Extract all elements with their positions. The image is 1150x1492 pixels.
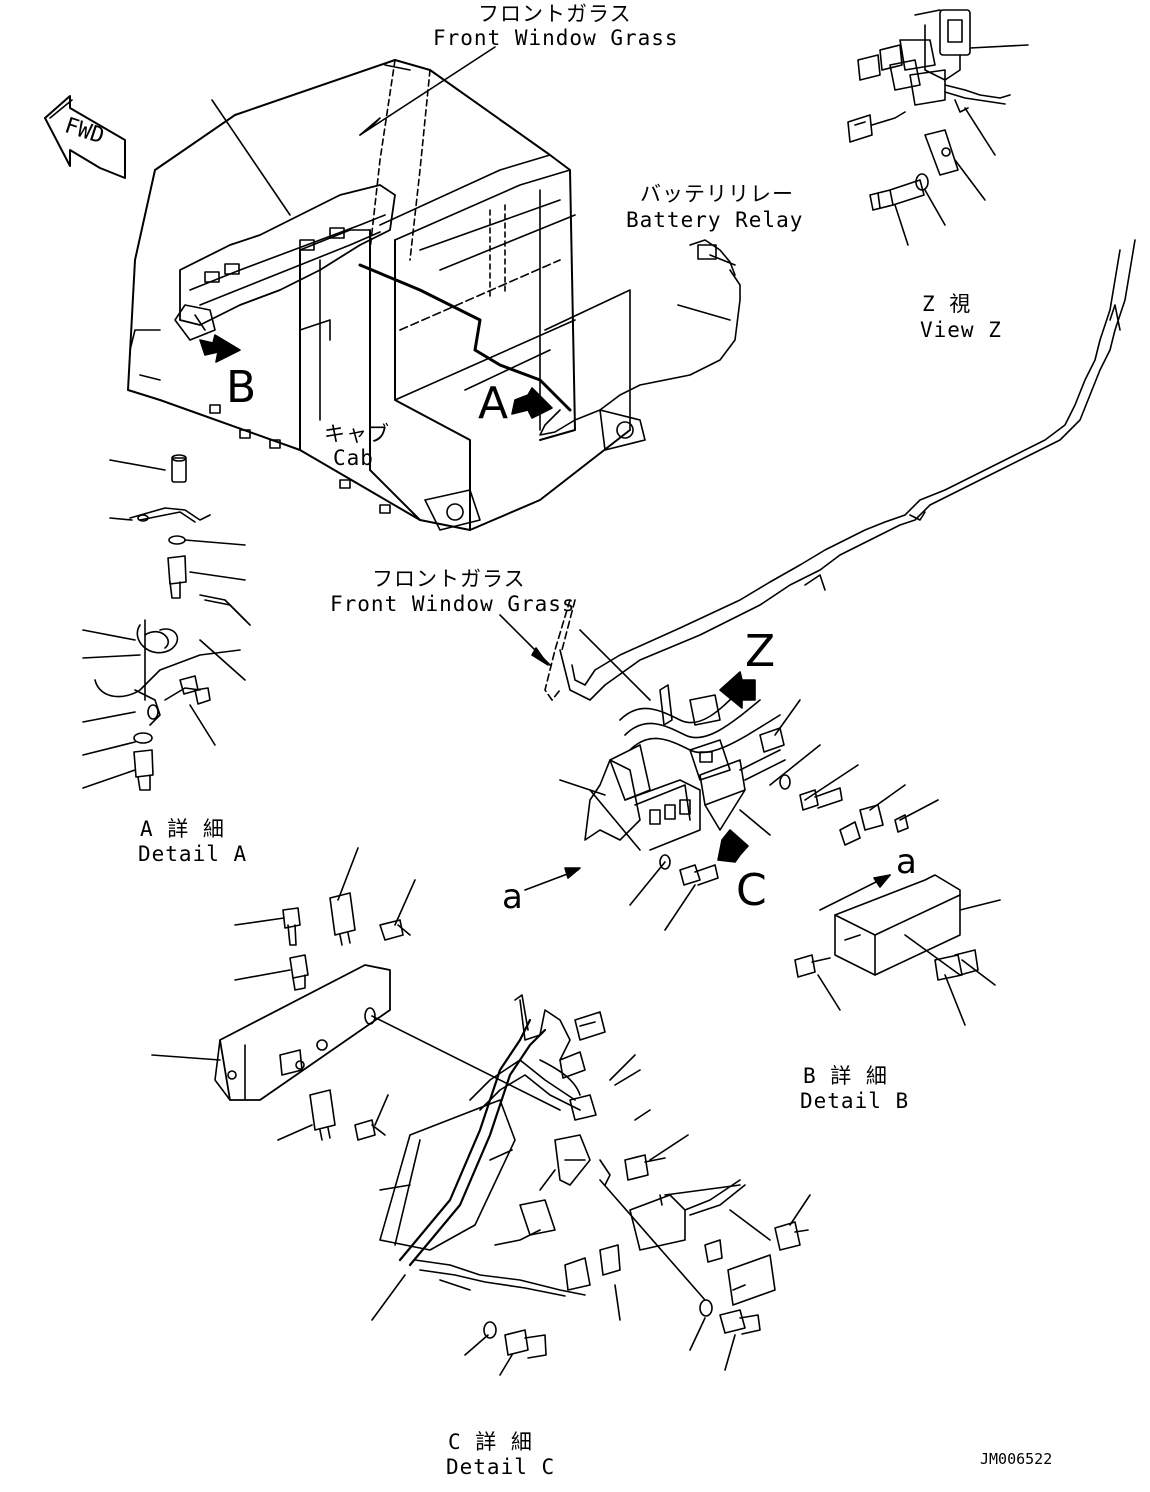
marker-b: B bbox=[226, 362, 258, 413]
marker-a: A bbox=[478, 378, 510, 429]
marker-c: C bbox=[736, 865, 768, 916]
view-arrow-icon bbox=[717, 829, 749, 863]
arrowhead-icon bbox=[564, 867, 581, 879]
detail-b-cover bbox=[794, 874, 1001, 1026]
harness-route bbox=[358, 239, 741, 436]
front-window-mid-en: Front Window Grass bbox=[330, 592, 576, 616]
view-arrow-icon bbox=[719, 671, 756, 709]
view-arrow-icon bbox=[199, 334, 553, 419]
detail-c-jp: C 詳 細 bbox=[448, 1430, 533, 1454]
bolt-icon bbox=[659, 774, 909, 886]
detail-a-assembly bbox=[82, 454, 251, 791]
dashboard-panel bbox=[174, 184, 396, 341]
arrowhead-icon bbox=[531, 647, 549, 666]
detail-c-en: Detail C bbox=[446, 1455, 556, 1479]
detail-b-en: Detail B bbox=[800, 1089, 910, 1113]
marker-a-lower-left: a bbox=[502, 877, 524, 917]
view-z-assembly bbox=[847, 9, 1029, 246]
marker-a-lower-right: a bbox=[896, 842, 918, 882]
leader-lines-top bbox=[211, 46, 731, 391]
cab-jp: キャブ bbox=[324, 422, 390, 446]
front-window-top-jp: フロントガラス bbox=[478, 2, 632, 26]
front-window-line bbox=[544, 239, 1136, 701]
leader-lines-mid bbox=[559, 699, 939, 931]
battery-relay-jp: バッテリリレー bbox=[640, 182, 794, 206]
fwd-text: FWD bbox=[62, 113, 108, 149]
front-window-mid-jp: フロントガラス bbox=[372, 567, 526, 591]
cab-en: Cab bbox=[333, 446, 374, 470]
battery-relay-en: Battery Relay bbox=[626, 208, 804, 232]
cab-frame bbox=[127, 59, 646, 531]
front-window-top-en: Front Window Grass bbox=[433, 26, 679, 50]
fwd-arrow-icon: FWD bbox=[44, 95, 126, 179]
view-z-en: View Z bbox=[920, 318, 1002, 342]
detail-c-assembly bbox=[151, 847, 811, 1376]
relay-bracket-assembly bbox=[579, 629, 786, 851]
detail-b-jp: B 詳 細 bbox=[803, 1064, 888, 1088]
detail-a-jp: A 詳 細 bbox=[140, 817, 225, 841]
marker-z: Z bbox=[745, 626, 777, 677]
drawing-number: JM006522 bbox=[980, 1450, 1053, 1468]
view-z-jp: Z 視 bbox=[922, 292, 972, 316]
detail-a-en: Detail A bbox=[138, 842, 248, 866]
